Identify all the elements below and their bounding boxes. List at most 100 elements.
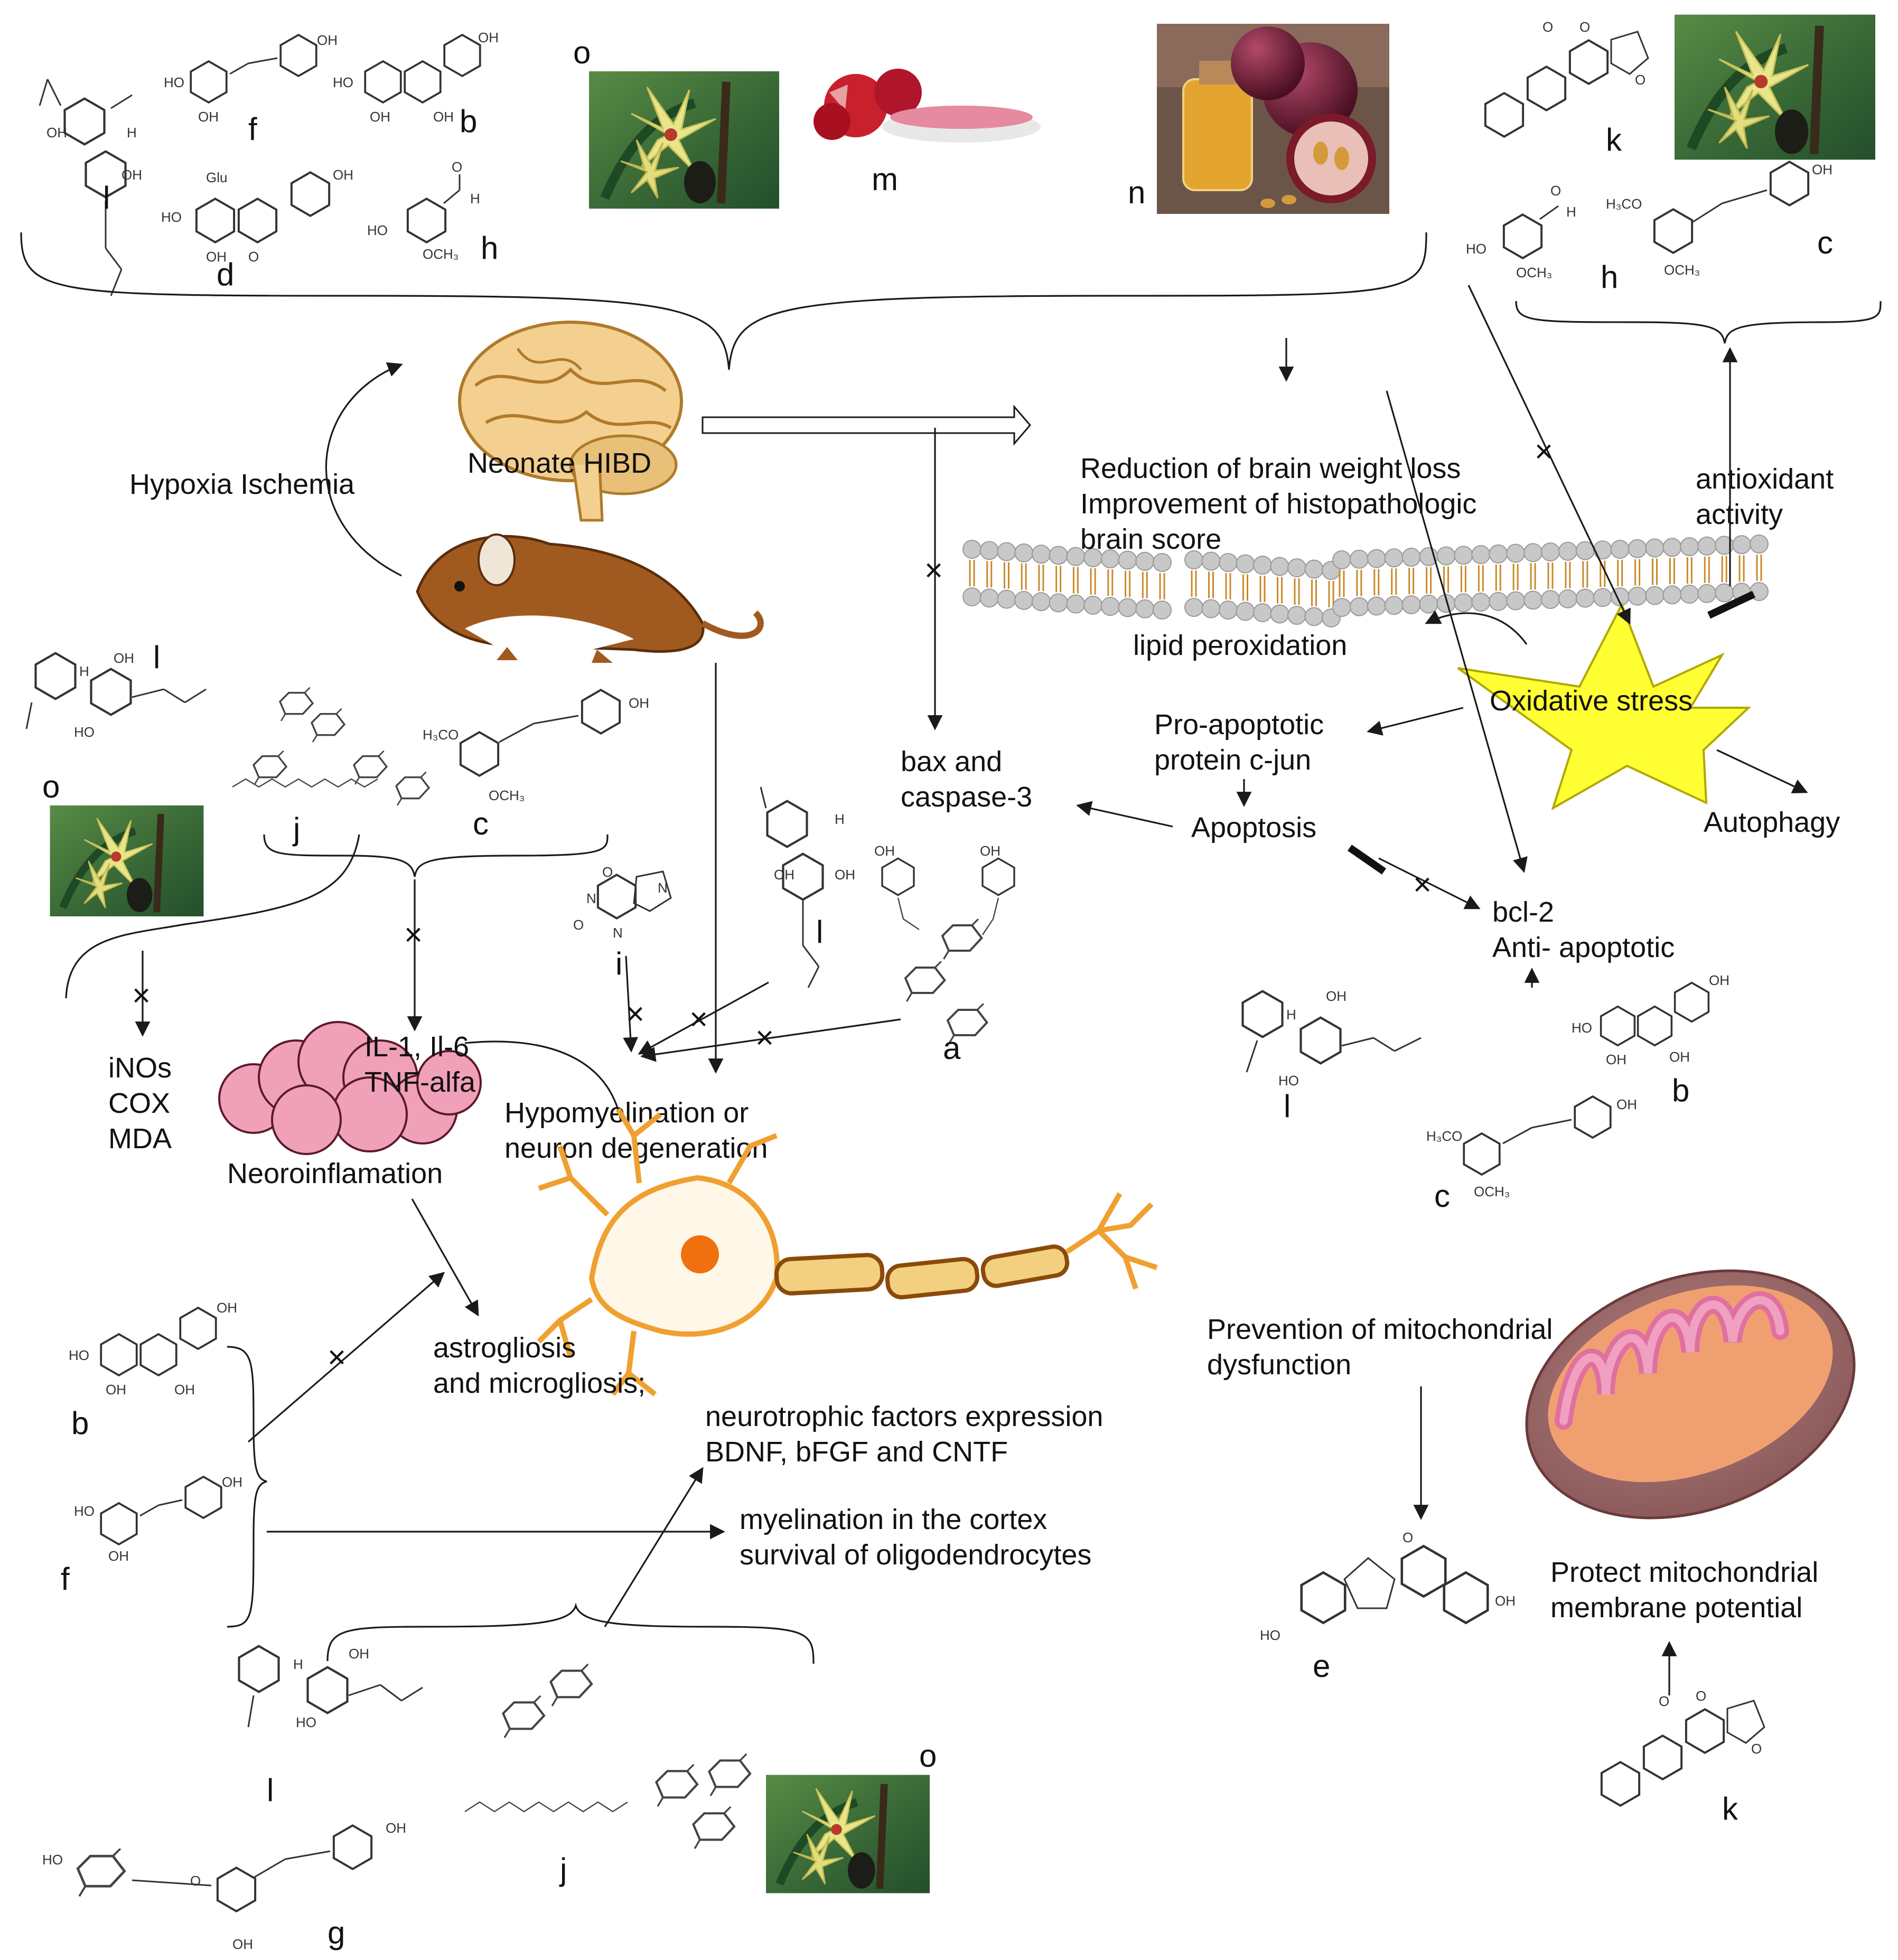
- label-reduction-1: Reduction of brain weight loss: [1080, 453, 1461, 484]
- atom-label: HO: [161, 209, 182, 225]
- letter-d: d: [217, 257, 234, 292]
- structure-b-right: HO OH OH OH: [1572, 972, 1729, 1067]
- lipid-head: [1732, 535, 1752, 555]
- atom-label: O: [1579, 19, 1590, 35]
- letter-k-bottom: k: [1722, 1791, 1738, 1826]
- atom-label: O: [1635, 72, 1645, 88]
- lipid-tail: [969, 560, 975, 586]
- label-pro-apop-1: Pro-apoptotic: [1154, 709, 1324, 740]
- structure-l-top: OH H OH: [39, 79, 142, 296]
- atom-label: OH: [980, 843, 1001, 859]
- label-oxidative: Oxidative stress: [1490, 685, 1693, 717]
- structure-g: HO O OH OH: [42, 1820, 406, 1952]
- atom-label: O: [1550, 183, 1561, 199]
- lipid-head: [1523, 590, 1543, 610]
- lipid-tail: [1738, 555, 1745, 582]
- photo-o-topright: [1675, 15, 1875, 160]
- structure-c-right-lower: H₃CO OCH₃ OH: [1426, 1095, 1637, 1199]
- atom-label: HO: [69, 1347, 89, 1363]
- atom-label: HO: [1466, 241, 1486, 257]
- structure-j-midleft: [232, 687, 430, 806]
- label-prev-1: Prevention of mitochondrial: [1207, 1314, 1553, 1345]
- atom-label: OH: [1326, 988, 1347, 1004]
- arrow-top-to-oxidative: [1467, 285, 1631, 625]
- structure-c-midleft: H₃CO OCH₃ OH: [423, 689, 649, 803]
- lipid-head: [962, 540, 981, 559]
- atom-label: OH: [835, 867, 855, 883]
- letter-l-midleft: l: [153, 640, 160, 675]
- arrow-top-to-bcl2: [1386, 390, 1528, 873]
- label-bax-1: bax and: [901, 746, 1002, 777]
- letter-c-right-lower: c: [1434, 1178, 1450, 1214]
- structure-f-bottomleft: HO OH OH: [74, 1474, 242, 1564]
- structure-l-midleft: OH HO H: [25, 650, 207, 740]
- lipid-head: [1384, 596, 1404, 615]
- label-bcl-2: Anti- apoptotic: [1492, 932, 1675, 963]
- lipid-head: [1236, 554, 1255, 574]
- lipid-tail: [1159, 573, 1165, 599]
- arrow-brain-to-reduction: [702, 404, 1031, 446]
- lipid-head: [1593, 588, 1612, 607]
- atom-label: OH: [174, 1382, 195, 1398]
- lipid-head: [1287, 558, 1306, 577]
- label-tnf: TNF-alfa: [364, 1066, 476, 1098]
- label-il: IL-1, Il-6: [364, 1031, 469, 1063]
- lipid-head: [979, 588, 999, 608]
- atom-label: OH: [317, 32, 338, 48]
- label-bax-2: caspase-3: [901, 781, 1032, 813]
- label-lipid: lipid peroxidation: [1133, 630, 1347, 661]
- label-mda: MDA: [108, 1123, 172, 1155]
- atom-label: O: [1659, 1693, 1669, 1709]
- arrow-lipid: [1425, 610, 1528, 645]
- inhibition-mark: ×: [404, 917, 423, 952]
- label-prev-2: dysfunction: [1207, 1349, 1351, 1381]
- lipid-tail: [1356, 569, 1362, 596]
- structure-j-bottom: [464, 1664, 750, 1849]
- lipid-tail: [1072, 567, 1079, 594]
- label-antioxidant-2: activity: [1696, 499, 1783, 530]
- lipid-tail: [1311, 579, 1317, 606]
- lipid-head: [1270, 557, 1289, 576]
- lipid-head: [1680, 537, 1699, 556]
- lipid-head: [1219, 553, 1238, 572]
- arrow-apoptosis-to-bax: [1076, 801, 1173, 828]
- lipid-head: [1645, 586, 1665, 605]
- atom-label: OCH₃: [1664, 262, 1700, 278]
- lipid-head: [1100, 597, 1120, 616]
- lipid-head: [1367, 596, 1386, 616]
- oxidative-stress-star: [1457, 602, 1752, 811]
- atom-label: OH: [46, 125, 67, 140]
- lipid-tail: [1460, 566, 1466, 593]
- lipid-tail: [1704, 556, 1710, 583]
- atom-label: OH: [1616, 1096, 1637, 1112]
- atom-label: H: [79, 663, 89, 679]
- atom-label: H: [835, 811, 845, 827]
- atom-label: OH: [370, 109, 390, 125]
- label-myel-2: survival of oligodendrocytes: [740, 1539, 1091, 1571]
- atom-label: OH: [108, 1548, 129, 1564]
- atom-label: HO: [296, 1714, 316, 1730]
- atom-label: OH: [114, 650, 134, 666]
- letter-l-right: l: [1284, 1089, 1291, 1124]
- lipid-tail: [1721, 556, 1727, 583]
- lipid-head: [1153, 601, 1172, 620]
- atom-label: OH: [1606, 1052, 1626, 1067]
- atom-label: OH: [478, 30, 499, 45]
- label-neuro-1: neurotrophic factors expression: [705, 1401, 1103, 1432]
- lipid-head: [1558, 589, 1577, 608]
- neuron-illustration: [537, 1108, 1158, 1396]
- lipid-head: [1201, 599, 1221, 618]
- atom-label: OH: [1709, 972, 1729, 988]
- lipid-head: [1715, 583, 1734, 603]
- neuroinflammation-cloud: [218, 1021, 482, 1155]
- image-n-grape: [1157, 24, 1389, 214]
- lipid-head: [1697, 536, 1717, 556]
- lipid-head: [1628, 586, 1647, 606]
- lipid-tail: [1328, 581, 1334, 607]
- mitochondrion-illustration: [1525, 1269, 1856, 1520]
- structure-h-top: O H HO OCH₃: [367, 159, 480, 262]
- structure-b-top: HO OH OH OH: [333, 30, 499, 125]
- structure-d: HO Glu OH O OH: [161, 167, 353, 265]
- lipid-head: [1031, 545, 1051, 564]
- label-neuroinfl: Neoroinflamation: [227, 1158, 443, 1189]
